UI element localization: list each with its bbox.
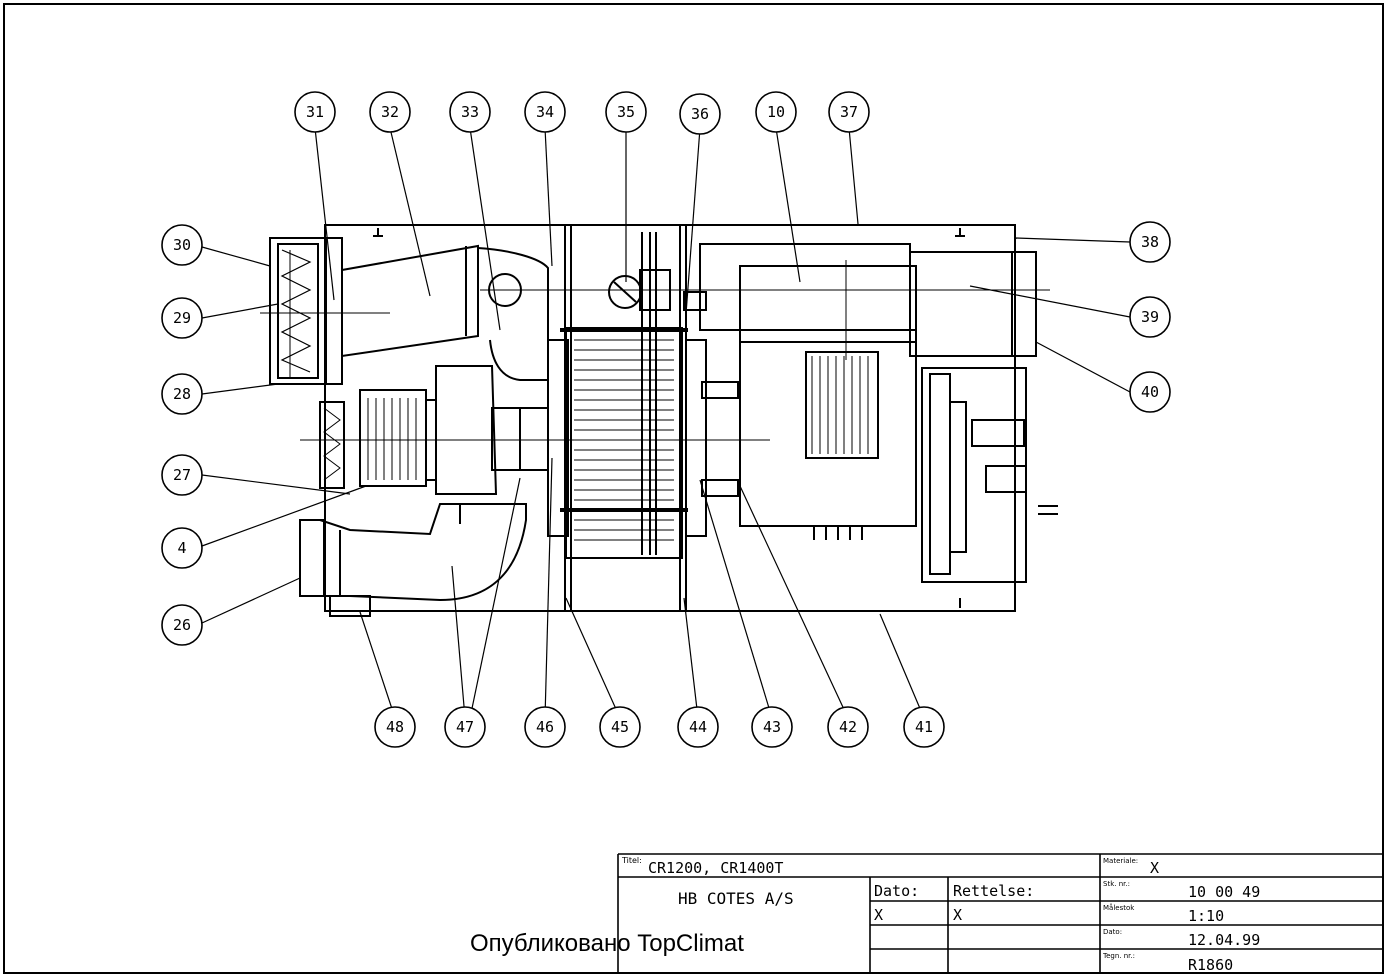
callout-46: 46 — [536, 718, 554, 736]
company-name: HB COTES A/S — [678, 889, 794, 908]
callout-44: 44 — [689, 718, 707, 736]
callout-35: 35 — [617, 103, 635, 121]
unit-housing — [324, 224, 1016, 612]
callout-47: 47 — [456, 718, 474, 736]
callout-43: 43 — [763, 718, 781, 736]
maalestok-label: Målestok — [1103, 903, 1135, 912]
callout-10: 10 — [767, 103, 785, 121]
stk-label: Stk. nr.: — [1103, 880, 1130, 888]
rettelse-label: Rettelse: — [953, 882, 1034, 900]
dato-label: Dato: — [874, 882, 919, 900]
callout-4: 4 — [177, 539, 186, 557]
callout-27: 27 — [173, 466, 191, 484]
callout-34: 34 — [536, 103, 554, 121]
callout-28: 28 — [173, 385, 191, 403]
watermark-text: Опубликовано TopClimat — [470, 930, 744, 957]
callout-36: 36 — [691, 105, 709, 123]
callout-31: 31 — [306, 103, 324, 121]
callout-37: 37 — [840, 103, 858, 121]
rotor-wheel — [565, 327, 683, 559]
callout-42: 42 — [839, 718, 857, 736]
tegn-label: Tegn. nr.: — [1102, 952, 1135, 960]
materiale-value: X — [1150, 859, 1159, 877]
maalestok-value: 1:10 — [1188, 907, 1224, 925]
callout-45: 45 — [611, 718, 629, 736]
materiale-label: Materiale: — [1103, 857, 1138, 865]
callout-40: 40 — [1141, 383, 1159, 401]
callout-33: 33 — [461, 103, 479, 121]
callout-32: 32 — [381, 103, 399, 121]
rettelse-value: X — [953, 906, 962, 924]
titel-label: Titel: — [621, 856, 642, 865]
tegn-value: R1860 — [1188, 956, 1233, 974]
dato2-value: 12.04.99 — [1188, 931, 1260, 949]
title-block: Titel: CR1200, CR1400T HB COTES A/S Dato… — [621, 856, 1260, 974]
callout-30: 30 — [173, 236, 191, 254]
stk-value: 10 00 49 — [1188, 883, 1260, 901]
dato-value: X — [874, 906, 883, 924]
titel-value: CR1200, CR1400T — [648, 859, 783, 877]
control-box — [921, 367, 1027, 583]
callout-29: 29 — [173, 309, 191, 327]
callout-38: 38 — [1141, 233, 1159, 251]
callout-41: 41 — [915, 718, 933, 736]
callout-39: 39 — [1141, 308, 1159, 326]
callout-26: 26 — [173, 616, 191, 634]
dato2-label: Dato: — [1103, 928, 1122, 936]
callout-48: 48 — [386, 718, 404, 736]
